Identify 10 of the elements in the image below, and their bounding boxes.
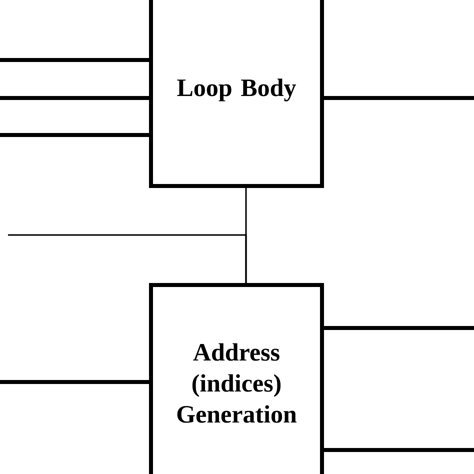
connector-line (8, 234, 247, 283)
connector-line (0, 58, 149, 62)
connector-line (0, 380, 149, 384)
connector-line (324, 96, 474, 100)
connector-line (324, 326, 474, 330)
process-box: Loop Body (149, 0, 324, 188)
connector-line (0, 133, 149, 137)
connector-line (324, 448, 474, 452)
connector-line (0, 96, 149, 100)
process-box: Address (indices) Generation (149, 283, 324, 474)
